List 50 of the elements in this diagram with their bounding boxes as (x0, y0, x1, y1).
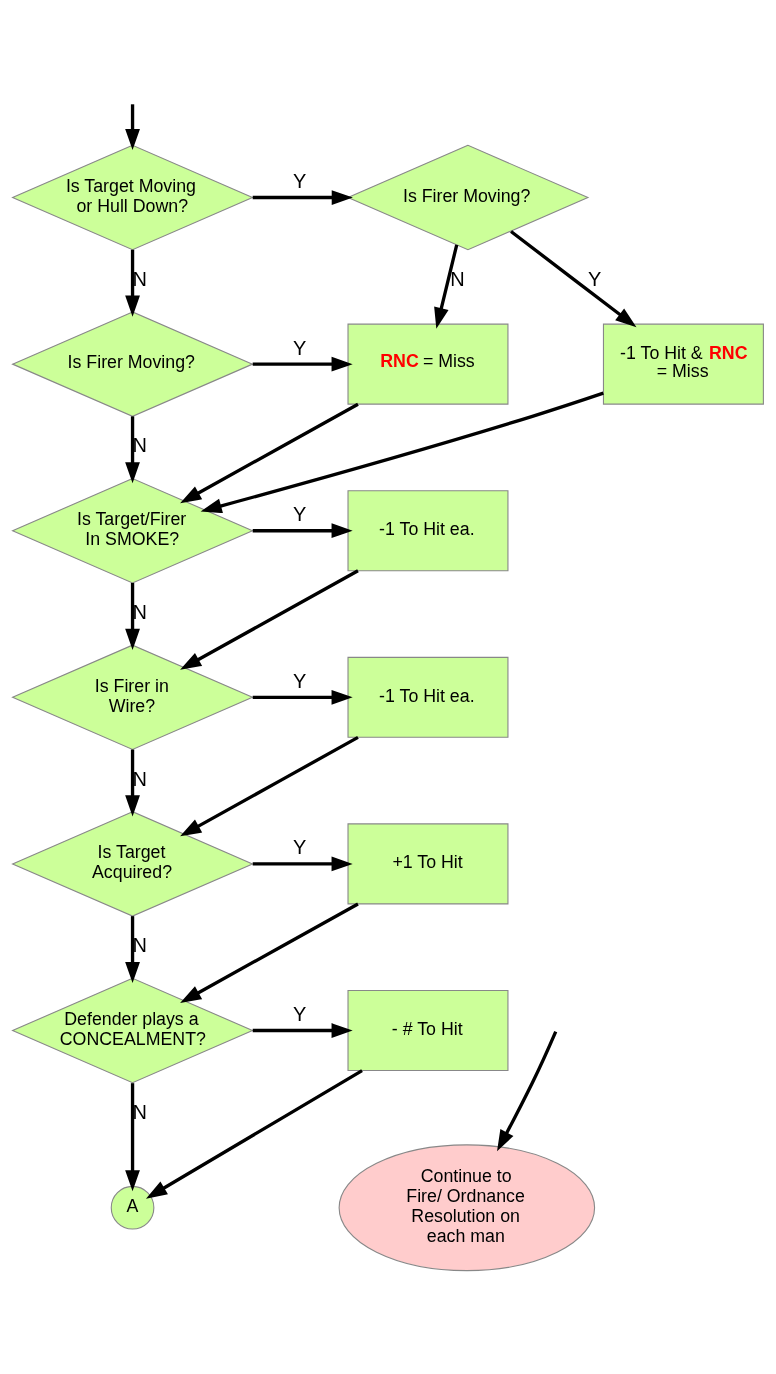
node-ellipse: Continue to Fire/ Ordnance Resolution on each man (338, 1144, 596, 1272)
edge-label: N (132, 1100, 147, 1123)
edge-label: Y (293, 1002, 307, 1025)
edge-label: Y (293, 503, 307, 526)
arrow (434, 244, 459, 329)
arrow (125, 582, 140, 650)
arrow (125, 416, 140, 484)
arrow (200, 391, 604, 514)
node-diamond: Is Firer in Wire? (11, 644, 254, 751)
edge-label: N (132, 267, 147, 290)
arrow (252, 689, 353, 705)
edge-label: Y (587, 267, 602, 290)
node-box: -1 To Hit ea. (347, 490, 509, 572)
arrow (125, 1083, 140, 1192)
node-box: +1 To Hit (347, 823, 509, 905)
arrow (180, 735, 359, 837)
edge-label: N (132, 600, 147, 623)
node-diamond: Is Target Acquired? (11, 811, 254, 917)
arrow (125, 104, 140, 151)
node-diamond: Is Target/Firer In SMOKE? (11, 477, 254, 584)
arrow (180, 902, 359, 1003)
arrow (252, 1023, 353, 1038)
edge-label: N (132, 934, 147, 957)
edge-label: Y (293, 836, 307, 859)
arrow (252, 856, 353, 872)
node-diamond: Defender plays a CONCEALMENT? (11, 977, 254, 1084)
arrow (125, 916, 140, 984)
node-box: RNC = Miss (347, 323, 509, 405)
node-box: -1 To Hit ea. (347, 656, 509, 738)
arrow (145, 1069, 363, 1199)
edge-label: N (132, 767, 147, 790)
arrow (125, 749, 140, 817)
edge-label: N (450, 267, 465, 290)
edge-label: Y (293, 336, 307, 359)
node-box: -1 To Hit & RNC = Miss (602, 323, 764, 405)
arrow (180, 402, 359, 504)
arrow (180, 569, 359, 670)
edge-label: Y (293, 669, 307, 692)
node-diamond: Is Target Moving or Hull Down? (11, 144, 254, 251)
arrow (497, 1031, 558, 1152)
node-box: - # To Hit (347, 989, 509, 1072)
node-diamond: Is Firer Moving? (11, 311, 254, 417)
node-circle: A (110, 1185, 155, 1230)
arrow (252, 356, 353, 372)
edge-label: Y (293, 169, 307, 192)
arrow (252, 190, 353, 205)
arrow (252, 523, 353, 539)
arrow (125, 249, 140, 317)
arrow (510, 230, 637, 328)
edge-label: N (132, 434, 147, 457)
